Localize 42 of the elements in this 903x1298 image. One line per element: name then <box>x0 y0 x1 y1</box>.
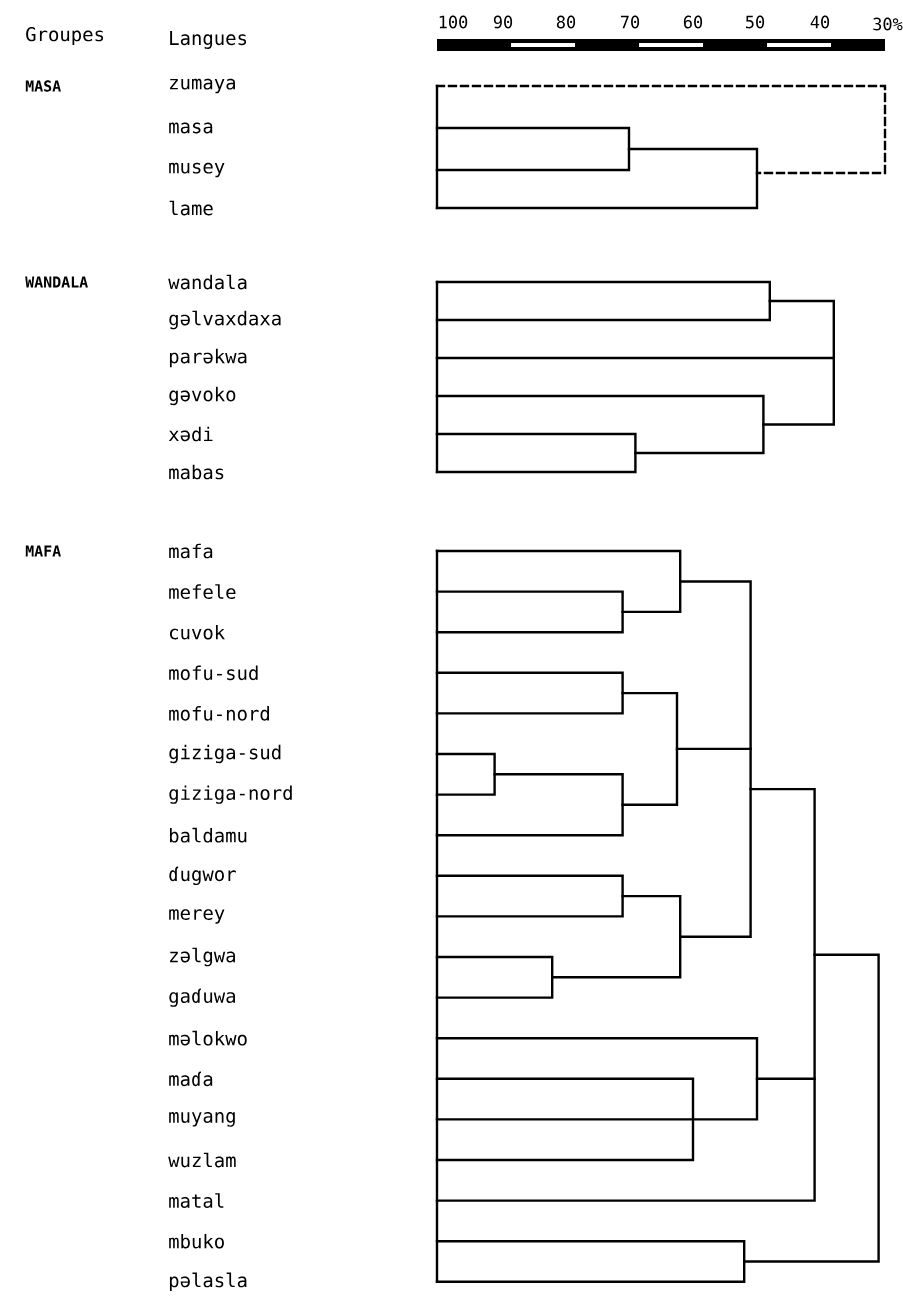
language-name: mefele <box>169 584 236 599</box>
language-name: gəvoko <box>169 386 236 406</box>
scale-value: 90 <box>493 15 513 29</box>
language-name: muyang <box>169 1112 235 1127</box>
scale-value: 40 <box>810 15 830 29</box>
language-name: cuvok <box>170 624 225 640</box>
language-name: gaɗuwa <box>169 988 235 1007</box>
language-name: gəlvaxdaxa <box>169 310 281 330</box>
language-name: mbuko <box>169 1233 224 1249</box>
language-name: giziga-nord <box>169 785 292 804</box>
language-name: musey <box>169 162 225 178</box>
scale-value: 80 <box>556 15 576 29</box>
language-name: maɗa <box>169 1071 213 1087</box>
language-name: masa <box>169 122 213 134</box>
language-name: mafa <box>169 543 213 559</box>
group-name: WANDALA <box>25 276 88 288</box>
language-name: lame <box>169 200 213 216</box>
language-name: xədi <box>168 426 213 442</box>
scale-value: 30% <box>873 17 903 31</box>
language-name: wuzlam <box>168 1152 236 1168</box>
language-name: pəlasla <box>169 1272 247 1291</box>
language-name: matal <box>169 1193 224 1208</box>
language-name: parəkwa <box>169 348 247 368</box>
language-name: mofu-nord <box>169 706 269 721</box>
language-name: mabas <box>169 464 224 480</box>
language-name: merey <box>169 909 225 924</box>
scale-value: 70 <box>620 15 640 29</box>
column-header: Groupes <box>26 27 104 45</box>
language-name: baldamu <box>170 827 247 843</box>
language-name: mofu-sud <box>169 665 258 681</box>
scale-value: 50 <box>746 15 765 29</box>
scale-value: 100 <box>439 15 468 29</box>
scale-value: 60 <box>683 15 703 29</box>
group-name: MASA <box>25 80 61 92</box>
column-header: Langues <box>170 31 247 49</box>
language-name: məlokwo <box>169 1030 247 1046</box>
language-name: ɗugwor <box>169 866 236 886</box>
language-name: wandala <box>168 274 247 290</box>
language-name: zəlgwa <box>170 947 235 967</box>
group-name: MAFA <box>25 545 61 557</box>
language-name: zumaya <box>170 78 235 94</box>
language-name: giziga-sud <box>169 744 281 764</box>
